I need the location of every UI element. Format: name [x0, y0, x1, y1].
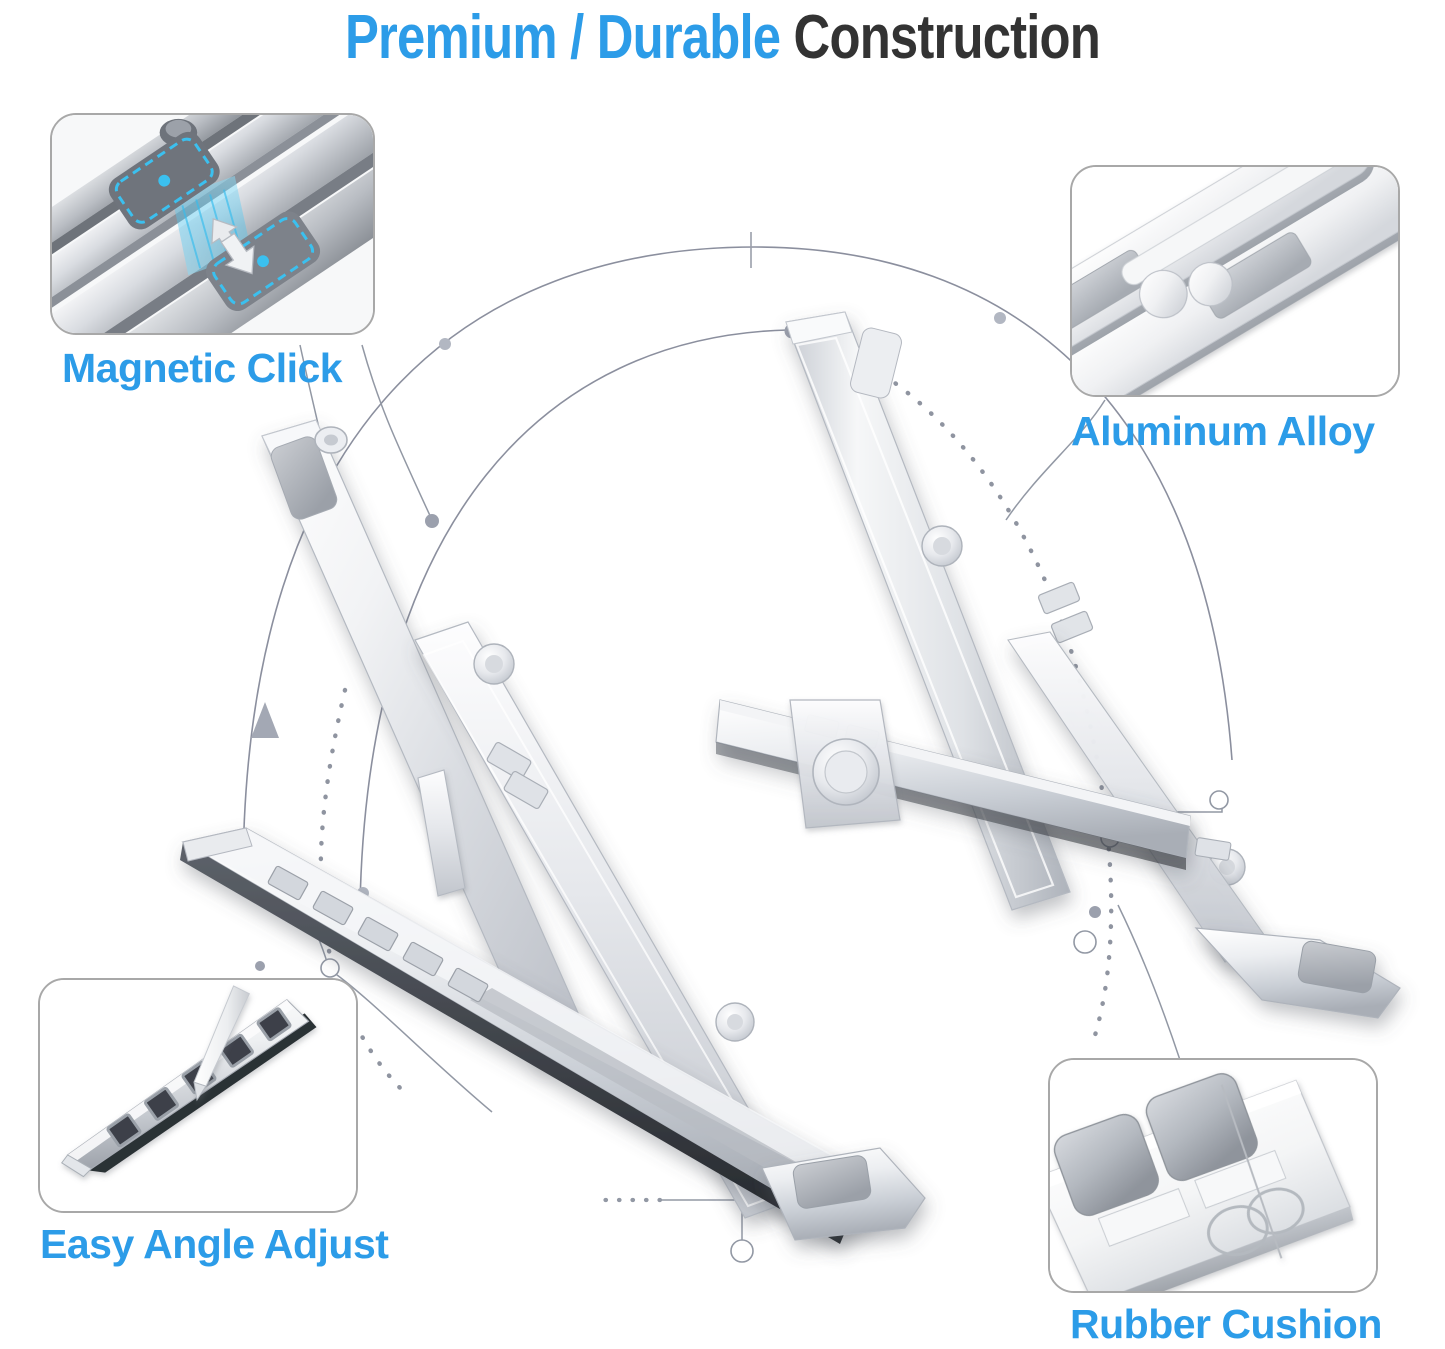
magnet-pad-right-upper [850, 327, 902, 399]
callout-magnetic-click-label: Magnetic Click [62, 345, 343, 391]
slot-group-right-upper [1037, 581, 1094, 644]
callout-aluminum-alloy-frame [1070, 165, 1400, 397]
stand-left-strut [417, 769, 466, 897]
stand-base-rail [180, 827, 907, 1244]
stand-center-pivot-hub [789, 699, 901, 829]
rotation-arc-inner [359, 329, 789, 906]
magnet-pad-left-upper [270, 436, 338, 520]
hinge-eye-left-upper [314, 426, 348, 454]
magnetic-click-illustration [52, 115, 373, 333]
callout-magnetic-click-frame [50, 113, 375, 335]
arc-dot-right [994, 312, 1006, 324]
callout-rubber-cushion-frame [1048, 1058, 1378, 1293]
rotation-arrow-icon [251, 702, 279, 738]
stand-foot-left [761, 1147, 926, 1241]
callout-aluminum-alloy-label: Aluminum Alloy [1071, 408, 1375, 454]
arc-dot-left [439, 338, 451, 350]
slot-group-left-front [486, 741, 549, 810]
page-title: Premium / Durable Construction [130, 2, 1315, 73]
hinge-pivot-right-upper [921, 525, 963, 567]
hinge-pivot-left-mid [473, 643, 515, 685]
aluminum-alloy-illustration [1072, 167, 1398, 395]
callout-easy-angle-adjust-frame [38, 978, 358, 1213]
callout-easy-angle-adjust-label: Easy Angle Adjust [40, 1221, 389, 1267]
stand-foot-right [1194, 927, 1401, 1019]
callout-rubber-cushion-label: Rubber Cushion [1070, 1301, 1382, 1347]
easy-angle-adjust-illustration [40, 980, 356, 1211]
magnet-pad-upper [108, 131, 220, 230]
title-plain-text: Construction [793, 3, 1101, 72]
magnet-pad-lower [205, 211, 321, 312]
title-accent-text: Premium / Durable [344, 3, 781, 72]
dotted-arc-left [318, 687, 407, 1095]
right-arm-extra-slot [1194, 837, 1232, 861]
angle-adjust-notches [267, 865, 489, 1003]
stand-right-upper-arm [785, 311, 1071, 911]
rotation-arc-outer [242, 246, 1233, 881]
rubber-cushion-illustration [1050, 1060, 1376, 1291]
stylus-icon [193, 985, 251, 1102]
magnet-arrow-down-icon [220, 232, 255, 275]
hinge-pivot-left-low [715, 1002, 755, 1042]
